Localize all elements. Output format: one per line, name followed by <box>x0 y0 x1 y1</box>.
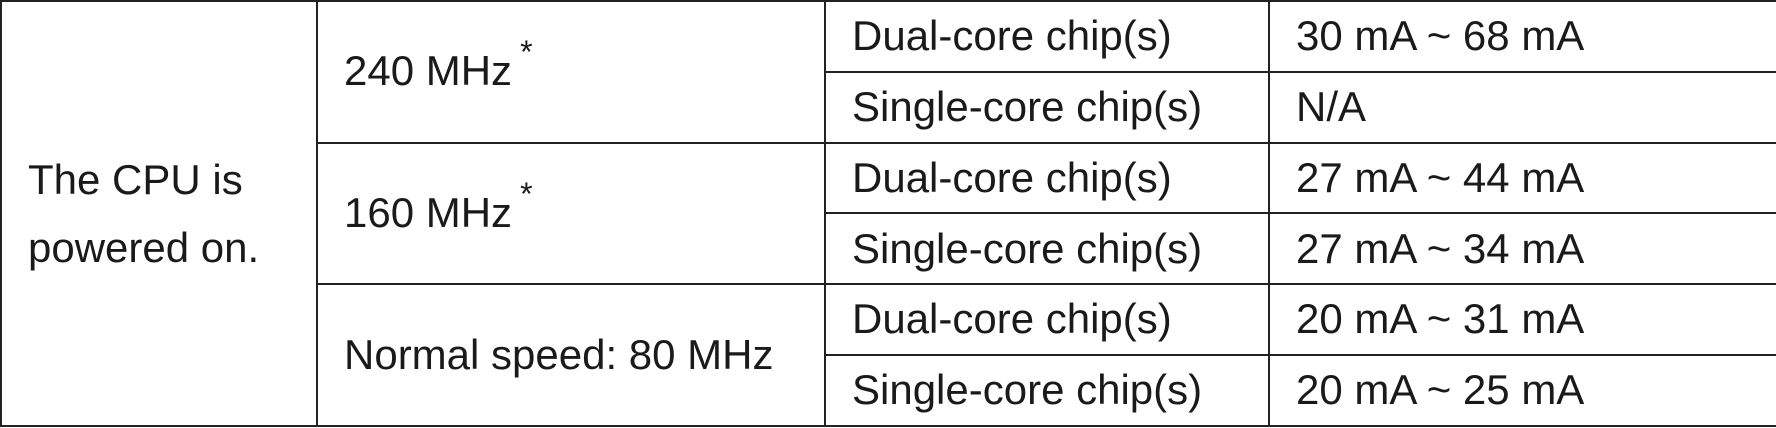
chip-type-cell: Single-core chip(s) <box>824 354 1270 427</box>
frequency-label: Normal speed: 80 MHz <box>344 330 774 378</box>
frequency-cell: 160 MHz* <box>316 141 826 286</box>
chip-type-cell: Single-core chip(s) <box>824 212 1270 286</box>
current-value-cell: 20 mA ~ 25 mA <box>1268 354 1776 427</box>
current-value-cell: 27 mA ~ 44 mA <box>1268 141 1776 215</box>
current-value-cell: 27 mA ~ 34 mA <box>1268 212 1776 286</box>
table-row: Single-core chip(s) N/A <box>1 70 1776 144</box>
table-row: 160 MHz* Dual-core chip(s) 27 mA ~ 44 mA <box>1 141 1776 286</box>
table-row: Single-core chip(s) 27 mA ~ 34 mA <box>1 212 1776 286</box>
chip-type-cell: Dual-core chip(s) <box>824 0 1270 73</box>
current-value-cell: N/A <box>1268 70 1776 144</box>
frequency-cell: 240 MHz* <box>316 0 826 144</box>
table-row: Single-core chip(s) 20 mA ~ 25 mA <box>1 354 1776 427</box>
frequency-label: 160 MHz <box>344 189 513 237</box>
cpu-state-cell: The CPU is powered on. <box>0 0 318 427</box>
frequency-label: 240 MHz <box>344 47 513 95</box>
footnote-marker: * <box>520 34 533 71</box>
current-value-cell: 20 mA ~ 31 mA <box>1268 283 1776 357</box>
table-row: Normal speed: 80 MHz Dual-core chip(s) 2… <box>1 283 1776 427</box>
chip-type-cell: Dual-core chip(s) <box>824 141 1270 215</box>
frequency-cell: Normal speed: 80 MHz <box>316 283 826 427</box>
current-value-cell: 30 mA ~ 68 mA <box>1268 0 1776 73</box>
chip-type-cell: Dual-core chip(s) <box>824 283 1270 357</box>
footnote-marker: * <box>520 176 533 213</box>
chip-type-cell: Single-core chip(s) <box>824 70 1270 144</box>
